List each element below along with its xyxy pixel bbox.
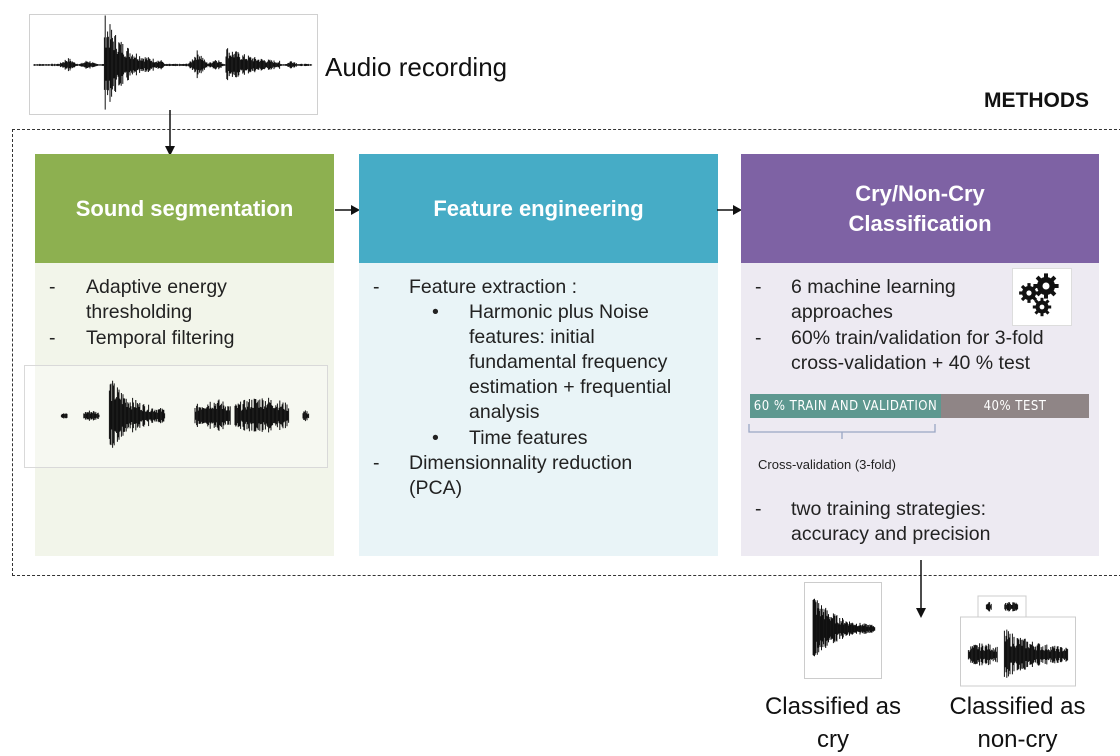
- classification-line: 6 machine learning: [791, 276, 956, 298]
- gear-tooth: [1040, 297, 1044, 302]
- gear-tooth: [1049, 275, 1057, 283]
- classification-line: approaches: [791, 301, 893, 323]
- gear-tooth: [1034, 299, 1040, 305]
- arrow-down-outputs: [916, 560, 926, 618]
- cross-validation-label: Cross-validation (3-fold): [758, 457, 896, 472]
- gear-tooth: [1032, 305, 1037, 309]
- features-line: Time features: [469, 427, 588, 449]
- classification-title-line1: Cry/Non-Cry: [855, 180, 985, 206]
- features-line: fundamental frequency: [469, 351, 668, 373]
- noncry-waveform-thumbnail: [960, 595, 1076, 687]
- features-bullet-2: •: [432, 427, 439, 449]
- classified-noncry-caption: Classified as non-cry: [935, 690, 1100, 756]
- gear-tooth: [1049, 289, 1057, 297]
- classification-dash-2: -: [755, 327, 762, 349]
- features-body: - Feature extraction : • Harmonic plus N…: [359, 263, 718, 556]
- arrow-right-2: [717, 205, 742, 215]
- classified-cry-line1: Classified as: [764, 693, 902, 720]
- classification-header: Cry/Non-Cry Classification: [741, 154, 1099, 263]
- classification-line: 60% train/validation for 3-fold: [791, 327, 1044, 349]
- gear-tooth: [1027, 283, 1031, 288]
- gear-tooth: [1031, 295, 1038, 302]
- arrow-right-1: [335, 205, 360, 215]
- segmentation-line: Temporal filtering: [86, 327, 235, 349]
- gear-tooth: [1035, 289, 1043, 297]
- segmentation-header: Sound segmentation: [35, 154, 334, 263]
- features-line: analysis: [469, 401, 540, 423]
- features-title: Feature engineering: [433, 195, 644, 221]
- classification-dash-3: -: [755, 498, 762, 520]
- gear-tooth: [1053, 284, 1059, 288]
- features-line: (PCA): [409, 477, 463, 499]
- gears-icon: [1012, 268, 1072, 326]
- classified-noncry-line1: Classified as: [949, 693, 1086, 720]
- cry-waveform: [812, 598, 876, 657]
- classification-line: accuracy and precision: [791, 523, 991, 545]
- features-line: Harmonic plus Noise: [469, 301, 649, 323]
- features-line: Dimensionnality reduction: [409, 452, 633, 474]
- features-bullet-1: •: [432, 301, 439, 323]
- gear-tooth: [1033, 284, 1039, 288]
- classification-dash-1: -: [755, 276, 762, 298]
- classification-title-line2: Classification: [848, 210, 992, 236]
- segmentation-dash-2: -: [49, 327, 56, 349]
- gear-tooth: [1044, 309, 1050, 315]
- gear-tooth: [1044, 293, 1048, 299]
- features-dash-1: -: [373, 276, 380, 298]
- train-validation-segment: 60 % TRAIN AND VALIDATION: [750, 394, 941, 418]
- methods-label: METHODS: [984, 89, 1089, 112]
- gear-tooth: [1044, 273, 1048, 279]
- gear-tooth: [1019, 291, 1024, 295]
- classified-noncry-line2: non-cry: [977, 726, 1058, 753]
- features-dash-2: -: [373, 452, 380, 474]
- features-line: features: initial: [469, 326, 595, 348]
- audio-recording-thumbnail: [29, 14, 318, 115]
- train-test-bar: 60 % TRAIN AND VALIDATION 40% TEST: [750, 394, 1089, 418]
- features-header: Feature engineering: [359, 154, 718, 263]
- classification-line: two training strategies:: [791, 498, 987, 520]
- gear-tooth: [1040, 312, 1044, 317]
- classification-line: cross-validation + 40 % test: [791, 352, 1030, 374]
- features-line: Feature extraction :: [409, 276, 577, 298]
- segmentation-dash-1: -: [49, 276, 56, 298]
- segmented-waveform: [60, 380, 310, 448]
- segmentation-title: Sound segmentation: [75, 195, 294, 221]
- features-line: estimation + frequential: [469, 376, 672, 398]
- audio-waveform-top: [33, 15, 313, 110]
- segmentation-line: thresholding: [86, 301, 193, 323]
- gear-tooth: [1035, 275, 1043, 283]
- train-validation-label: 60 % TRAIN AND VALIDATION: [753, 398, 938, 414]
- methods-region: [12, 129, 1120, 576]
- gear-tooth: [1044, 299, 1050, 305]
- cross-validation-bracket: [748, 424, 936, 439]
- audio-recording-label: Audio recording: [325, 52, 508, 82]
- test-label: 40% TEST: [983, 398, 1047, 414]
- gear-tooth: [1047, 305, 1052, 309]
- gear-tooth: [1034, 309, 1040, 315]
- classified-cry-caption: Classified as cry: [753, 690, 913, 756]
- test-segment: 40% TEST: [941, 394, 1089, 418]
- gears-icon-svg: [1019, 273, 1059, 317]
- segmented-waveform-panel: [24, 365, 328, 468]
- gear-tooth: [1020, 284, 1027, 291]
- segmentation-line: Adaptive energy: [86, 276, 227, 298]
- cry-waveform-thumbnail: [804, 582, 882, 679]
- noncry-waveform: [960, 595, 1076, 687]
- gear-tooth: [1020, 295, 1027, 302]
- classified-cry-line2: cry: [817, 726, 849, 753]
- gear-tooth: [1027, 298, 1031, 303]
